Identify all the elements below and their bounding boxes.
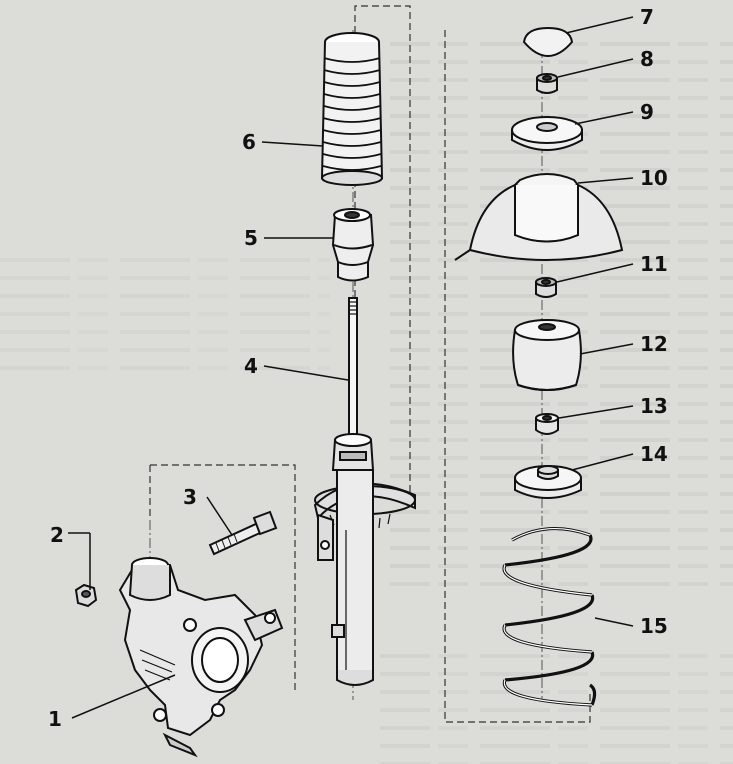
clamp-bolt — [208, 510, 278, 556]
callout-1: 1 — [48, 707, 62, 731]
background-text-texture-left — [0, 250, 330, 370]
mount-nut — [535, 277, 557, 298]
knuckle-nut — [74, 583, 98, 608]
strut-mount — [454, 173, 624, 261]
upper-plate — [511, 116, 583, 151]
upper-spring-seat — [514, 465, 582, 499]
rubber-bearing — [512, 319, 582, 391]
dust-boot — [320, 32, 384, 186]
callout-10: 10 — [640, 166, 668, 190]
coil-spring — [502, 527, 597, 707]
leader-10 — [577, 177, 634, 184]
leader-1 — [71, 674, 176, 719]
callout-2: 2 — [50, 523, 64, 547]
dust-cap — [522, 26, 574, 58]
callout-11: 11 — [640, 252, 668, 276]
leader-lines — [68, 16, 634, 719]
leader-8 — [557, 58, 634, 78]
leader-15 — [594, 617, 634, 627]
bump-stop — [331, 208, 375, 282]
spacer-ring — [535, 413, 559, 435]
callout-6: 6 — [242, 130, 256, 154]
leader-12 — [579, 343, 634, 355]
callout-5: 5 — [244, 226, 258, 250]
leader-4 — [263, 365, 349, 381]
steering-knuckle — [118, 557, 284, 758]
leader-3 — [206, 496, 233, 536]
callout-15: 15 — [640, 614, 668, 638]
leader-13 — [558, 405, 634, 419]
callout-labels: 1 2 3 4 5 6 7 8 9 10 11 12 13 14 15 — [48, 5, 668, 731]
callout-14: 14 — [640, 442, 668, 466]
callout-4: 4 — [244, 354, 258, 378]
shock-absorber — [313, 297, 416, 686]
callout-3: 3 — [183, 485, 197, 509]
callout-8: 8 — [640, 47, 654, 71]
leader-7 — [565, 16, 634, 34]
callout-13: 13 — [640, 394, 668, 418]
leader-14 — [571, 453, 634, 471]
top-nut — [536, 73, 558, 94]
leader-6 — [261, 141, 324, 147]
leader-11 — [556, 263, 634, 283]
leader-9 — [574, 111, 634, 125]
callout-7: 7 — [640, 5, 654, 29]
knuckle-group-frame — [150, 464, 296, 690]
callout-12: 12 — [640, 332, 668, 356]
callout-9: 9 — [640, 100, 654, 124]
